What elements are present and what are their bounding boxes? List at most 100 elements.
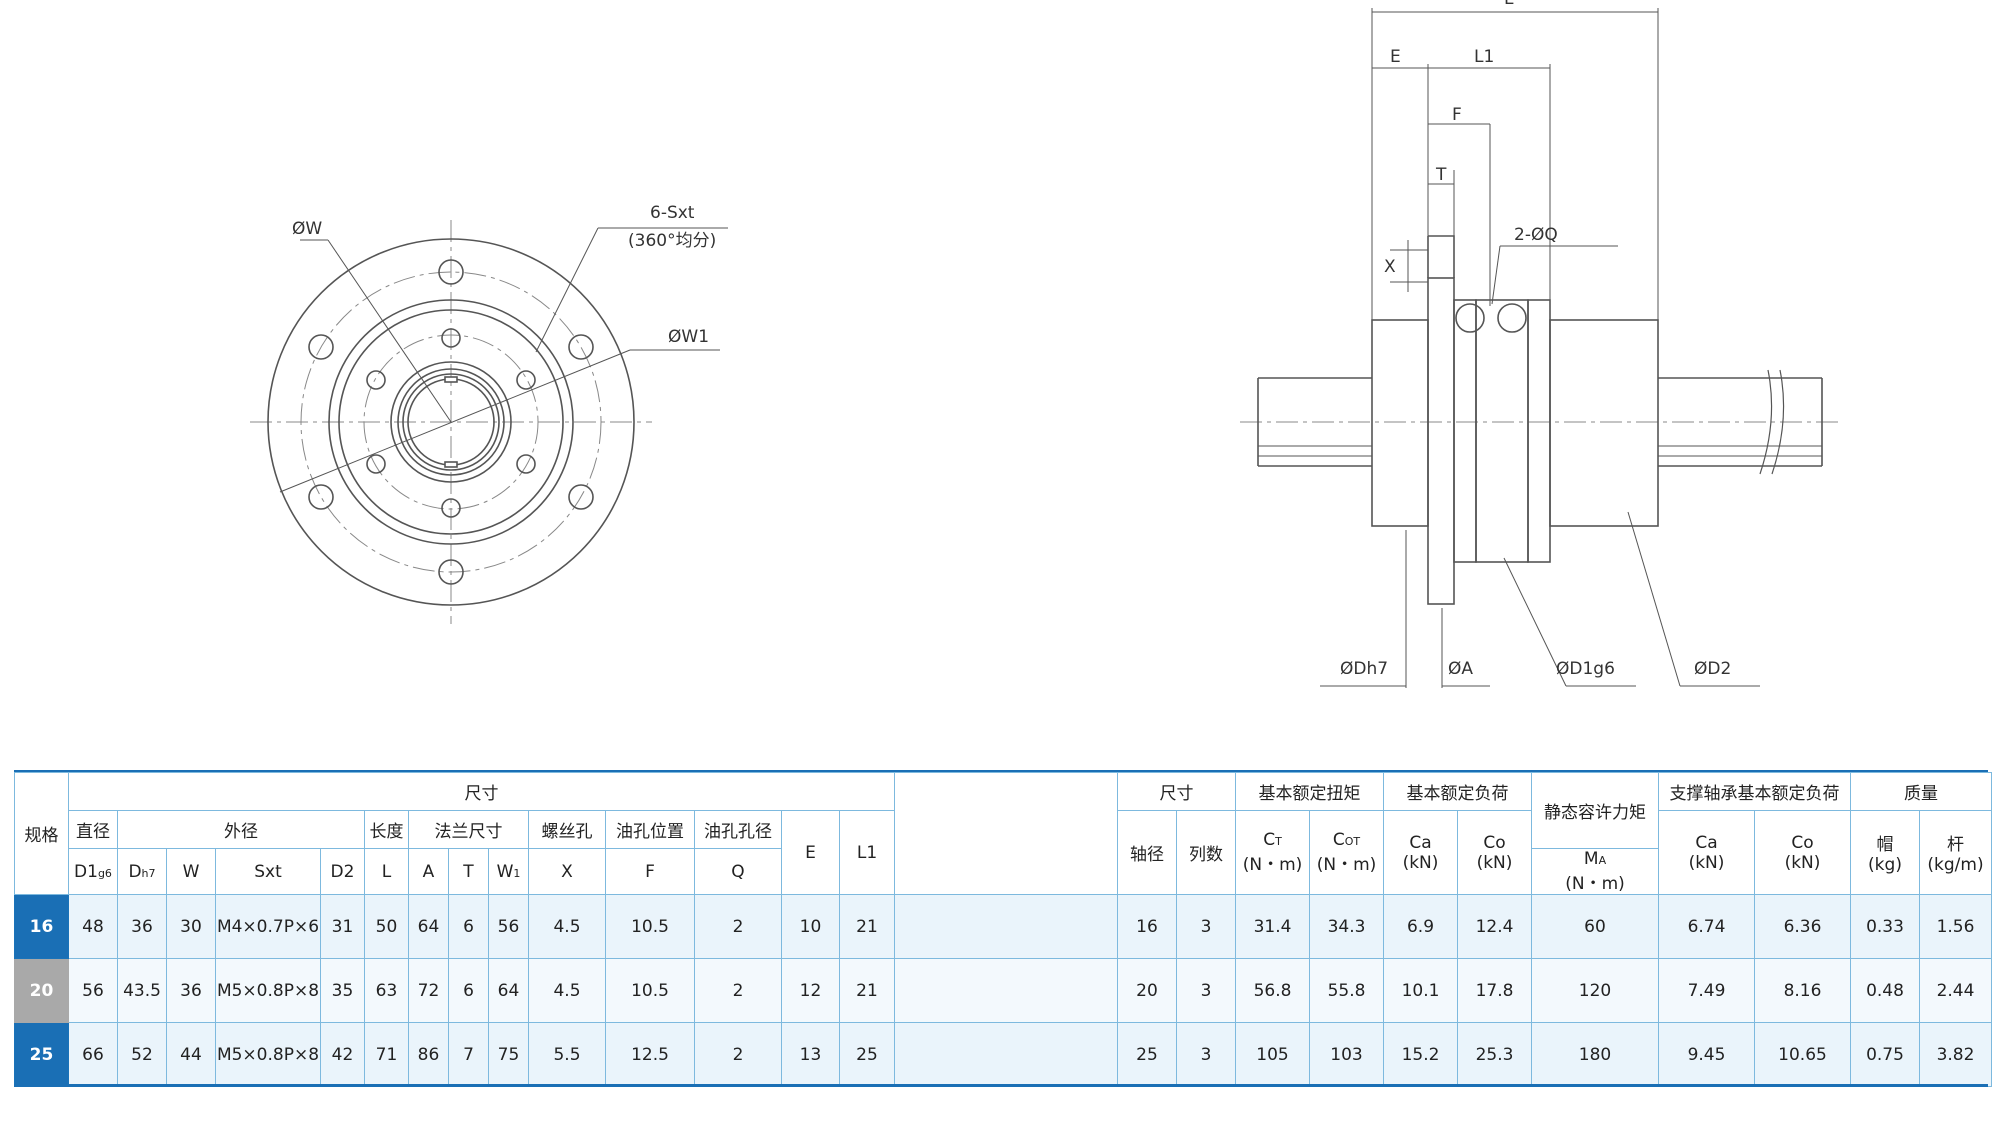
header-oil-dia: 油孔孔径: [694, 810, 782, 849]
header-l: L: [364, 848, 409, 895]
header-shaft: 轴径: [1117, 810, 1177, 895]
header-rows: 列数: [1176, 810, 1236, 895]
header-dh: Dh7: [117, 848, 167, 895]
header-a: A: [408, 848, 449, 895]
header-load: 基本额定负荷: [1383, 772, 1532, 811]
label-x: X: [1384, 257, 1396, 277]
cell-ca: 6.9: [1383, 894, 1458, 959]
header-cap: 帽(kg): [1850, 810, 1920, 895]
header-size2: 尺寸: [1117, 772, 1236, 811]
cell-rows: 3: [1176, 894, 1236, 959]
front-view: [250, 220, 728, 624]
cell-cot: 34.3: [1309, 894, 1384, 959]
cell-ma: 120: [1531, 958, 1659, 1023]
cell-ct: 56.8: [1235, 958, 1310, 1023]
label-dh7: ØDh7: [1340, 659, 1388, 679]
cell-l: 71: [364, 1022, 409, 1087]
cell-f: 10.5: [605, 958, 695, 1023]
cell-dh: 36: [117, 894, 167, 959]
label-d1: ØD1g6: [1556, 659, 1615, 679]
cell-cap: 0.33: [1850, 894, 1920, 959]
header-ct: CT(N・m): [1235, 810, 1310, 895]
cell-shaft: 25: [1117, 1022, 1177, 1087]
cell-support-ca: 7.49: [1658, 958, 1755, 1023]
label-l: L: [1504, 0, 1514, 9]
cell-l1: 25: [839, 1022, 895, 1087]
cell-w1: 75: [488, 1022, 529, 1087]
cell-f: 10.5: [605, 894, 695, 959]
header-size: 尺寸: [68, 772, 895, 811]
cell-q: 2: [694, 958, 782, 1023]
cell-d2: 31: [320, 894, 365, 959]
cell-x: 5.5: [528, 1022, 606, 1087]
cell-ca: 10.1: [1383, 958, 1458, 1023]
header-oil-pos: 油孔位置: [605, 810, 695, 849]
header-support-co: Co(kN): [1754, 810, 1851, 895]
header-mass: 质量: [1850, 772, 1992, 811]
cell-d1: 56: [68, 958, 118, 1023]
cell-ct: 105: [1235, 1022, 1310, 1087]
cell-w1: 56: [488, 894, 529, 959]
cell-support-co: 10.65: [1754, 1022, 1851, 1087]
cell-e: 12: [781, 958, 840, 1023]
header-outer: 外径: [117, 810, 365, 849]
cell-cot: 103: [1309, 1022, 1384, 1087]
label-w1: ØW1: [668, 327, 709, 347]
cell-ct: 31.4: [1235, 894, 1310, 959]
cell-e: 10: [781, 894, 840, 959]
header-ca: Ca(kN): [1383, 810, 1458, 895]
cell-sxt: M4×0.7P×6: [215, 894, 321, 959]
cell-spec: 25: [14, 1022, 69, 1087]
cell-d2: 42: [320, 1022, 365, 1087]
header-d2: D2: [320, 848, 365, 895]
header-t: T: [448, 848, 489, 895]
cell-l: 63: [364, 958, 409, 1023]
cell-dh: 52: [117, 1022, 167, 1087]
header-length: 长度: [364, 810, 409, 849]
label-a: ØA: [1448, 659, 1473, 679]
cell-l1: 21: [839, 894, 895, 959]
header-e: E: [781, 810, 840, 895]
header-q: Q: [694, 848, 782, 895]
cell-d1: 66: [68, 1022, 118, 1087]
table-top-border: [14, 770, 1988, 773]
header-screw: 螺丝孔: [528, 810, 606, 849]
header-cot: COT(N・m): [1309, 810, 1384, 895]
cell-spacer: [894, 1022, 1118, 1087]
cell-ca: 15.2: [1383, 1022, 1458, 1087]
technical-drawings: ØW 6-Sxt (360°均分) ØW1: [250, 0, 1842, 688]
label-t: T: [1435, 165, 1447, 185]
cell-rows: 3: [1176, 958, 1236, 1023]
cell-support-co: 8.16: [1754, 958, 1851, 1023]
header-w1: W1: [488, 848, 529, 895]
side-view: [1240, 8, 1842, 688]
cell-w: 44: [166, 1022, 216, 1087]
cell-a: 72: [408, 958, 449, 1023]
label-w: ØW: [292, 219, 322, 239]
cell-w: 36: [166, 958, 216, 1023]
cell-d2: 35: [320, 958, 365, 1023]
cell-a: 86: [408, 1022, 449, 1087]
label-l1: L1: [1474, 47, 1494, 67]
cell-x: 4.5: [528, 958, 606, 1023]
label-e: E: [1390, 47, 1401, 67]
header-spec: 规格: [14, 772, 69, 895]
label-d2: ØD2: [1694, 659, 1731, 679]
label-sxt-note: (360°均分): [628, 231, 716, 251]
cell-f: 12.5: [605, 1022, 695, 1087]
header-support: 支撑轴承基本额定负荷: [1658, 772, 1851, 811]
label-sxt: 6-Sxt: [650, 203, 695, 223]
cell-l1: 21: [839, 958, 895, 1023]
cell-sxt: M5×0.8P×8: [215, 1022, 321, 1087]
cell-rod: 3.82: [1919, 1022, 1992, 1087]
cell-support-ca: 6.74: [1658, 894, 1755, 959]
table-bottom-border: [14, 1084, 1988, 1087]
cell-t: 6: [448, 894, 489, 959]
cell-shaft: 20: [1117, 958, 1177, 1023]
cell-co: 17.8: [1457, 958, 1532, 1023]
cell-d1: 48: [68, 894, 118, 959]
cell-co: 25.3: [1457, 1022, 1532, 1087]
cell-l: 50: [364, 894, 409, 959]
cell-rows: 3: [1176, 1022, 1236, 1087]
cell-spec: 20: [14, 958, 69, 1023]
